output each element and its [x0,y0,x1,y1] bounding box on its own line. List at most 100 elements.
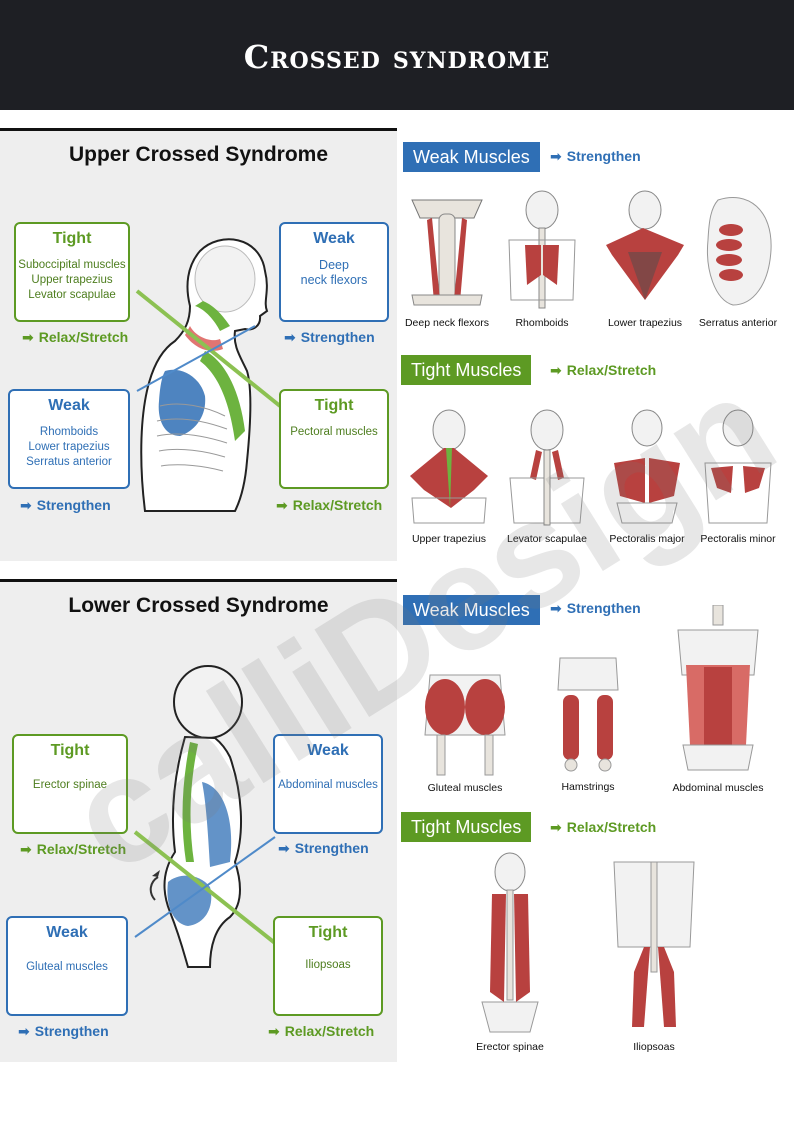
upper-tight-action-1: ➡Relax/Stretch [22,329,128,346]
action-label: Strengthen [566,148,641,164]
lower-weak-action-2: ➡Strengthen [18,1023,109,1040]
serratus-anterior-illustration [706,196,772,306]
box-heading: Tight [314,397,354,414]
upper-panel-title: Upper Crossed Syndrome [68,143,329,166]
muscle-caption: Hamstrings [561,781,615,793]
muscle-line: Serratus anterior [26,456,112,468]
muscle-figure: Pectoralis major [602,408,692,545]
arrow-right-icon: ➡ [550,148,562,164]
muscle-figure: Rhomboids [497,190,587,329]
muscle-figure: Lower trapezius [598,190,692,329]
rhomboids-illustration [508,190,576,309]
action-label: Strengthen [36,497,111,513]
upper-weak-box-2: Weak Rhomboids Lower trapezius Serratus … [8,389,130,489]
box-heading: Tight [308,924,348,941]
box-heading: Tight [50,742,90,759]
box-body: Gluteal muscles [8,960,126,975]
abdominal-muscles-illustration [677,604,759,771]
lower-weak-box-1: Weak Abdominal muscles [273,734,383,834]
arrow-right-icon: ➡ [18,1023,30,1039]
lower-weak-muscles-label: Weak Muscles [403,595,540,625]
muscle-line: Gluteal muscles [26,961,108,973]
arrow-right-icon: ➡ [276,497,288,513]
lower-tight-action-2: ➡Relax/Stretch [268,1023,374,1040]
muscle-figure: Upper trapezius [404,408,494,545]
muscle-figure: Iliopsoas [604,852,704,1053]
arrow-right-icon: ➡ [20,841,32,857]
arrow-right-icon: ➡ [550,600,562,616]
muscle-figure: Hamstrings [548,650,628,793]
upper-tight-box-1: Tight Suboccipital muscles Upper trapezi… [14,222,130,322]
muscle-line: Lower trapezius [28,441,110,453]
muscle-line: Suboccipital muscles [18,259,126,271]
muscle-caption: Abdominal muscles [672,782,764,794]
muscle-caption: Rhomboids [515,317,569,329]
lower-body-figure [133,665,282,968]
box-body: Pectoral muscles [281,425,387,440]
action-label: Relax/Stretch [292,497,383,513]
action-label: Relax/Stretch [36,841,127,857]
action-label: Relax/Stretch [566,362,657,378]
action-label: Strengthen [566,600,641,616]
lower-diagram-panel: Lower Crossed Syndrome Tight Erector spi… [0,579,397,1062]
muscle-caption: Serratus anterior [698,317,778,329]
header-bar: Crossed syndrome [0,0,794,110]
upper-weak-muscles-label: Weak Muscles [403,142,540,172]
upper-weak-box-1: Weak Deep neck flexors [279,222,389,322]
action-label: Relax/Stretch [38,329,129,345]
levator-scapulae-illustration [509,409,585,526]
box-body: Abdominal muscles [275,778,381,793]
upper-tight-box-2: Tight Pectoral muscles [279,389,389,489]
box-heading: Weak [48,397,90,414]
muscle-line: Iliopsoas [305,959,351,971]
upper-tight-action-2: ➡Relax/Stretch [276,497,382,514]
upper-body-figure [135,238,282,512]
upper-tight-muscles-action: ➡Relax/Stretch [550,362,656,379]
muscle-figure: Levator scapulae [500,408,594,545]
muscle-figure: Erector spinae [470,852,550,1053]
box-body: Rhomboids Lower trapezius Serratus anter… [10,425,128,470]
lower-tight-muscles-label: Tight Muscles [401,812,532,842]
muscle-caption: Levator scapulae [507,533,587,545]
arrow-right-icon: ➡ [550,819,562,835]
pectoralis-major-illustration [614,409,680,524]
muscle-caption: Erector spinae [476,1041,544,1053]
lower-tight-box-2: Tight Iliopsoas [273,916,383,1016]
erector-spinae-illustration [481,852,539,1033]
lower-tight-box-1: Tight Erector spinae [12,734,128,834]
muscle-line: Levator scapulae [28,289,116,301]
upper-weak-action-2: ➡Strengthen [20,497,111,514]
box-body: Iliopsoas [275,958,381,973]
page-title: Crossed syndrome [243,38,551,76]
arrow-right-icon: ➡ [22,329,34,345]
action-label: Relax/Stretch [284,1023,375,1039]
pectoralis-minor-illustration [704,409,772,524]
muscle-line: Erector spinae [32,779,108,791]
upper-trapezius-illustration [410,409,488,524]
iliopsoas-illustration [613,861,695,1027]
muscle-caption: Gluteal muscles [427,782,503,794]
box-heading: Weak [46,924,88,941]
muscle-figure: Pectoralis minor [693,408,783,545]
arrow-right-icon: ➡ [268,1023,280,1039]
lower-panel-title: Lower Crossed Syndrome [68,594,329,617]
lower-trapezius-illustration [606,190,684,300]
action-label: Strengthen [294,840,369,856]
lower-tight-action-1: ➡Relax/Stretch [20,841,126,858]
box-heading: Weak [307,742,349,759]
arrow-right-icon: ➡ [20,497,32,513]
box-body: Erector spinae [14,778,126,793]
upper-diagram-panel: Upper Crossed Syndrome Tight Suboccipita… [0,128,397,561]
action-label: Strengthen [34,1023,109,1039]
muscle-caption: Pectoralis minor [700,533,776,545]
muscle-figure: Abdominal muscles [668,604,768,794]
muscle-figure: Deep neck flexors [402,190,492,329]
box-body: Suboccipital muscles Upper trapezius Lev… [16,258,128,303]
lower-tight-muscles-action: ➡Relax/Stretch [550,819,656,836]
muscle-line: Deep [319,258,349,272]
muscle-line: Rhomboids [39,426,99,438]
muscle-line: Abdominal muscles [278,779,378,791]
muscle-line: Upper trapezius [31,274,113,286]
arrow-right-icon: ➡ [278,840,290,856]
upper-tight-muscles-label: Tight Muscles [401,355,532,385]
